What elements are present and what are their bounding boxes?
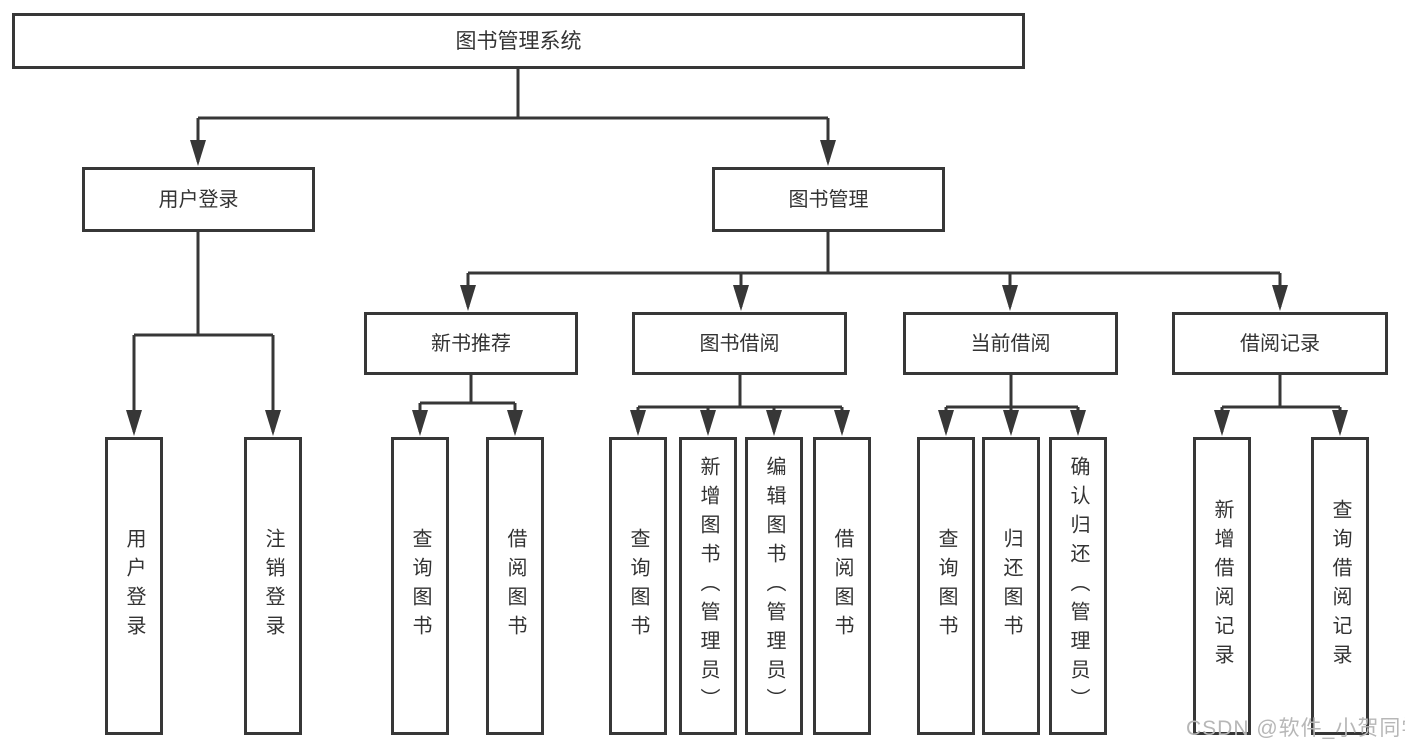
leaf-edit-book-admin: 编辑图书（管理员） (745, 437, 803, 735)
leaf-logout: 注销登录 (244, 437, 302, 735)
node-borrowing-records: 借阅记录 (1172, 312, 1388, 375)
leaf-query-borrow-record: 查询借阅记录 (1311, 437, 1369, 735)
csdn-watermark: CSDN @软件_小贺同学 (1186, 717, 1405, 740)
leaf-user-login: 用户登录 (105, 437, 163, 735)
leaf-query-books-borrowing: 查询图书 (609, 437, 667, 735)
node-root: 图书管理系统 (12, 13, 1025, 69)
leaf-add-book-admin: 新增图书（管理员） (679, 437, 737, 735)
node-book-management: 图书管理 (712, 167, 945, 232)
leaf-query-books-current: 查询图书 (917, 437, 975, 735)
arrowhead-icons (126, 140, 1348, 436)
leaf-confirm-return-admin: 确认归还（管理员） (1049, 437, 1107, 735)
leaf-query-books-recommend: 查询图书 (391, 437, 449, 735)
leaf-return-book: 归还图书 (982, 437, 1040, 735)
node-user-login: 用户登录 (82, 167, 315, 232)
leaf-add-borrow-record: 新增借阅记录 (1193, 437, 1251, 735)
leaf-borrow-books-recommend: 借阅图书 (486, 437, 544, 735)
node-book-borrowing: 图书借阅 (632, 312, 847, 375)
node-current-borrowing: 当前借阅 (903, 312, 1118, 375)
node-new-book-recommend: 新书推荐 (364, 312, 578, 375)
leaf-borrow-books-borrowing: 借阅图书 (813, 437, 871, 735)
